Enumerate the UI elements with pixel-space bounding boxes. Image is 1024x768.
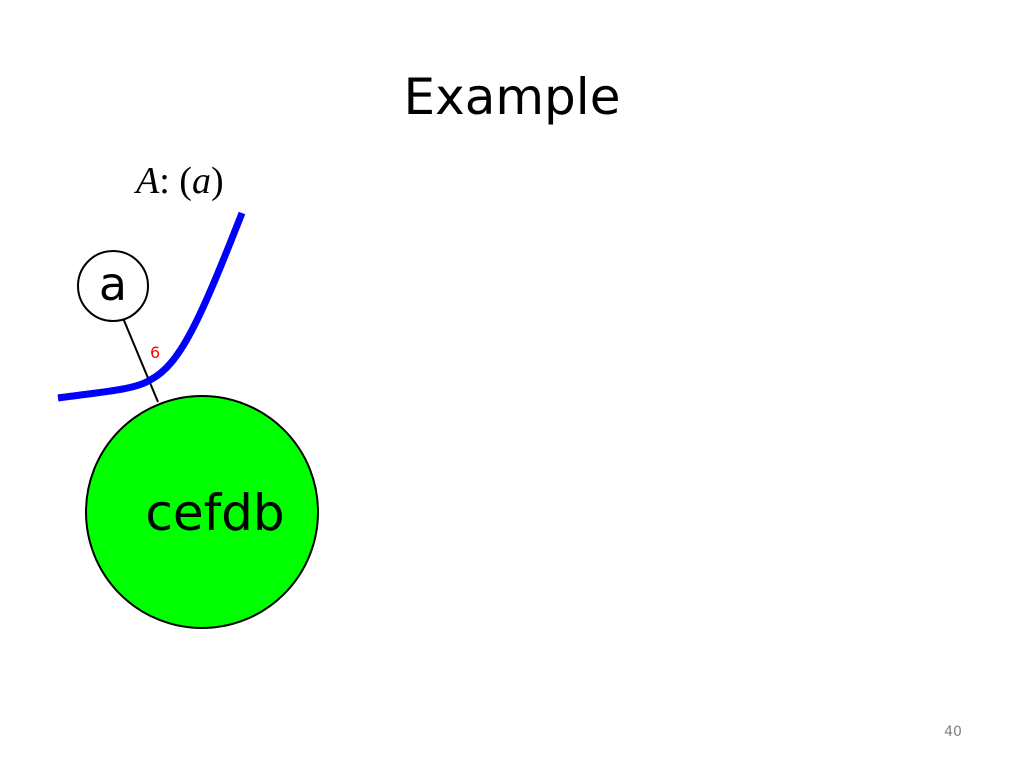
node-a-label: a xyxy=(99,257,127,311)
cut-curve xyxy=(57,211,246,402)
edge-weight-label: 6 xyxy=(150,343,160,362)
node-cefdb: cefdb xyxy=(85,395,319,629)
set-element: a xyxy=(191,160,211,202)
set-caption: A: (a) xyxy=(136,156,224,206)
caption-closing: ) xyxy=(210,160,224,202)
node-cefdb-label: cefdb xyxy=(145,484,284,542)
graph-edge xyxy=(122,317,159,403)
set-name: A xyxy=(136,160,160,202)
caption-separator: : ( xyxy=(159,160,192,202)
node-a-circle xyxy=(77,250,149,322)
page-number: 40 xyxy=(944,724,962,740)
slide-title: Example xyxy=(403,68,621,126)
node-a: a xyxy=(77,250,149,322)
node-cefdb-circle xyxy=(85,395,319,629)
